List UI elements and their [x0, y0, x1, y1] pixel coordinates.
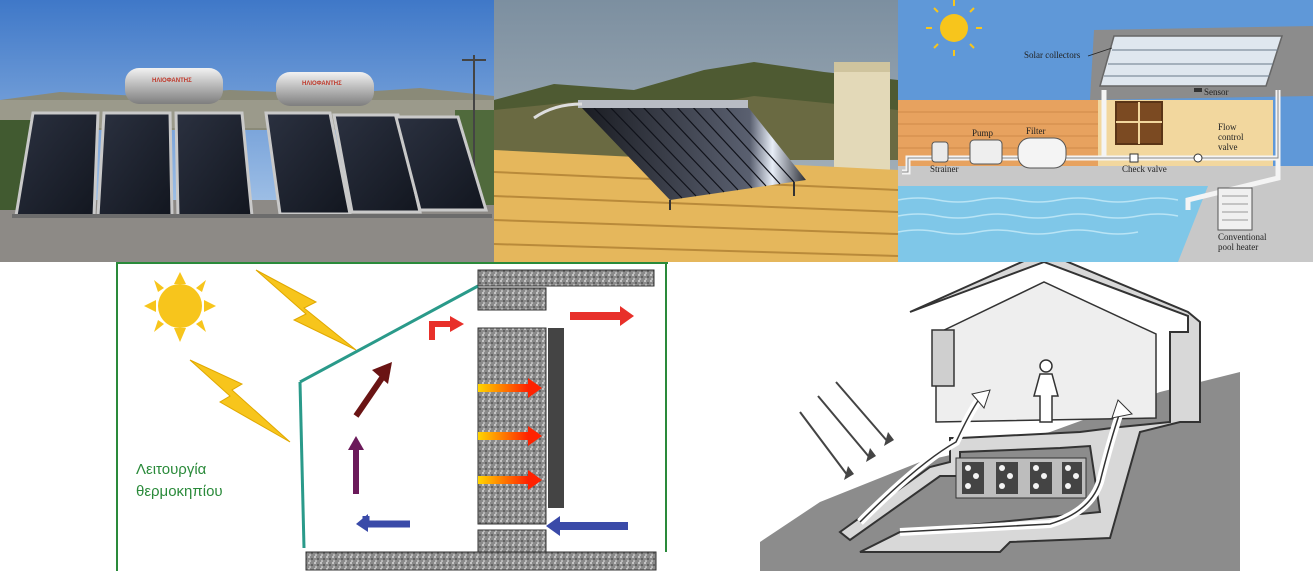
chimney [834, 62, 890, 182]
sun-ray-icon [255, 269, 357, 351]
evacuated-tube-collector-photo [494, 0, 898, 262]
label-pump: Pump [972, 128, 994, 138]
conventional-pool-heater [1217, 187, 1253, 231]
label-check-valve: Check valve [1122, 164, 1167, 174]
heat-arrow [478, 470, 542, 490]
pool-water [898, 186, 1208, 262]
label-solar-collectors: Solar collectors [1024, 50, 1081, 60]
sun-ray-icon [189, 359, 291, 443]
label-conventional-2: pool heater [1218, 242, 1258, 252]
glazing [299, 284, 479, 384]
cool-air-arrow [546, 516, 628, 536]
greenhouse-diagram: Λειτουργία θερμοκηπίου [116, 262, 668, 571]
tube-collector [582, 102, 806, 200]
greenhouse-caption-line2: θερμοκηπίου [136, 483, 223, 500]
interior-wall [548, 328, 564, 508]
pump [969, 139, 1003, 165]
tank-brand-left: ΗΛΙΟΦΑΝΤΗΣ [152, 78, 192, 84]
label-flow-3: valve [1218, 142, 1238, 152]
label-filter: Filter [1026, 126, 1046, 136]
warm-air-arrow [570, 306, 634, 326]
clerestory-window [931, 329, 955, 387]
sun-icon [144, 272, 216, 342]
sun-icon [926, 0, 982, 56]
filter [1017, 137, 1067, 169]
heat-arrow [478, 426, 542, 446]
heat-arrow [478, 378, 542, 398]
passive-solar-house-diagram [760, 262, 1240, 571]
warm-air-arrow [429, 321, 452, 340]
solar-collectors [1099, 35, 1284, 87]
water-tank-right [276, 72, 374, 106]
pool-heating-diagram: Solar collectors Sensor Strainer Pump Fi… [898, 0, 1313, 262]
floor-slab [305, 551, 657, 571]
cool-air-arrow [356, 514, 410, 532]
label-flow-2: control [1218, 132, 1244, 142]
label-sensor: Sensor [1204, 87, 1229, 97]
strainer [931, 141, 949, 163]
sun-ray-icon [799, 381, 889, 477]
label-flow-1: Flow [1218, 122, 1237, 132]
airflow-arrow [857, 395, 1124, 536]
rising-air-arrow [348, 436, 364, 494]
roof-slab [477, 269, 655, 287]
flow-control-valve [1193, 153, 1203, 163]
check-valve [1129, 153, 1139, 163]
interior-room [935, 281, 1157, 423]
label-strainer: Strainer [930, 164, 959, 174]
greenhouse-caption-line1: Λειτουργία [136, 461, 207, 478]
label-conventional-1: Conventional [1218, 232, 1267, 242]
person-icon [1033, 359, 1059, 423]
water-tank-left [125, 68, 223, 104]
thermal-mass-wall [477, 327, 547, 525]
flat-plate-collectors-photo: ΗΛΙΟΦΑΝΤΗΣ ΗΛΙΟΦΑΝΤΗΣ [0, 0, 494, 262]
tank-brand-right: ΗΛΙΟΦΑΝΤΗΣ [302, 81, 342, 87]
rising-air-arrow [353, 362, 392, 418]
